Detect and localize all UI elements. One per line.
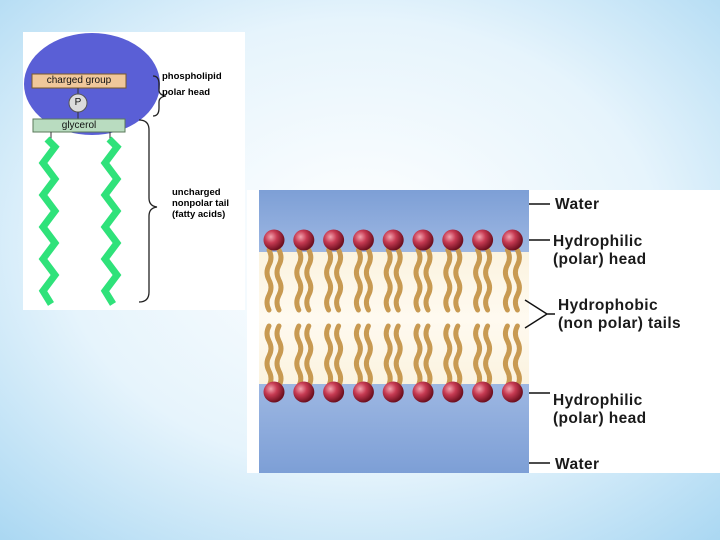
lipid-tail-top bbox=[443, 247, 453, 313]
glycerol-box bbox=[32, 118, 126, 133]
lipid-tail-top bbox=[413, 247, 423, 313]
lipid-head-bottom bbox=[442, 381, 464, 403]
lipid-tail-top bbox=[334, 247, 344, 313]
lipid-tail-bottom bbox=[453, 323, 463, 389]
lipid-head-top bbox=[382, 229, 404, 251]
lipid-head-bottom bbox=[352, 381, 374, 403]
fatty-acid-tail-right bbox=[100, 136, 122, 306]
lipid-tail-bottom bbox=[294, 323, 304, 389]
lipid-tail-bottom bbox=[353, 323, 363, 389]
charged-group-box bbox=[31, 73, 127, 89]
charged-group-label: charged group bbox=[46, 75, 112, 86]
lipid-tail-bottom bbox=[324, 323, 334, 389]
lipid-tail-top bbox=[304, 247, 314, 313]
lipid-head-top bbox=[442, 229, 464, 251]
lipid-tail-top bbox=[324, 247, 334, 313]
lipid-head-top bbox=[293, 229, 315, 251]
lipid-tail-bottom bbox=[443, 323, 453, 389]
lipid-tail-top bbox=[512, 247, 522, 313]
lipid-tail-bottom bbox=[264, 323, 274, 389]
polar-head-bracket bbox=[152, 75, 167, 117]
lipid-tail-bottom bbox=[363, 323, 373, 389]
lipid-tail-bottom bbox=[512, 323, 522, 389]
lipid-tail-top bbox=[353, 247, 363, 313]
hydrophilic-top-label: Hydrophilic (polar) head bbox=[553, 233, 647, 268]
membrane-bilayer-diagram: Water Hydrophilic (polar) head Hydrophob… bbox=[247, 190, 720, 473]
lipid-tail-top bbox=[453, 247, 463, 313]
fatty-acid-tail-left bbox=[38, 136, 60, 306]
water-bottom-label: Water bbox=[555, 456, 600, 473]
lipid-head-top bbox=[501, 229, 523, 251]
lipid-head-bottom bbox=[293, 381, 315, 403]
lipid-head-bottom bbox=[412, 381, 434, 403]
lipid-tail-bottom bbox=[393, 323, 403, 389]
lipid-tail-bottom bbox=[423, 323, 433, 389]
lipid-tail-top bbox=[393, 247, 403, 313]
lipid-tail-top bbox=[483, 247, 493, 313]
phospholipid-drawing bbox=[24, 33, 167, 306]
lipid-head-bottom bbox=[382, 381, 404, 403]
lipid-head-bottom bbox=[472, 381, 494, 403]
tail-caption: uncharged nonpolar tail (fatty acids) bbox=[172, 187, 229, 220]
lipid-heads-group bbox=[263, 229, 523, 403]
lipid-tails-group bbox=[264, 247, 522, 389]
tail-bracket bbox=[138, 119, 158, 303]
phosphate-label: P bbox=[74, 97, 82, 108]
lipid-head-top bbox=[412, 229, 434, 251]
lipid-tail-bottom bbox=[304, 323, 314, 389]
hydrophilic-bottom-label: Hydrophilic (polar) head bbox=[553, 392, 647, 427]
water-top-label: Water bbox=[555, 196, 600, 213]
lipid-tail-top bbox=[502, 247, 512, 313]
glycerol-label: glycerol bbox=[61, 120, 97, 131]
label-pointer-lines bbox=[524, 203, 555, 464]
lipid-tail-bottom bbox=[413, 323, 423, 389]
lipid-head-bottom bbox=[501, 381, 523, 403]
lipid-tail-top bbox=[473, 247, 483, 313]
lipid-head-top bbox=[352, 229, 374, 251]
lipid-tail-bottom bbox=[334, 323, 344, 389]
hydrophobic-label: Hydrophobic (non polar) tails bbox=[558, 297, 682, 332]
lipid-tail-top bbox=[423, 247, 433, 313]
lipid-tail-top bbox=[294, 247, 304, 313]
lipid-head-bottom bbox=[323, 381, 345, 403]
lipid-tail-top bbox=[274, 247, 284, 313]
lipid-tail-bottom bbox=[383, 323, 393, 389]
lipid-head-top bbox=[472, 229, 494, 251]
lipid-tail-top bbox=[264, 247, 274, 313]
lipid-tail-bottom bbox=[274, 323, 284, 389]
phospholipid-diagram: charged group P glycerol phospholipid po… bbox=[23, 32, 245, 310]
lipid-tail-bottom bbox=[502, 323, 512, 389]
lipid-head-top bbox=[263, 229, 285, 251]
lipid-tail-bottom bbox=[483, 323, 493, 389]
polar-head-caption: phospholipid polar head bbox=[162, 71, 222, 98]
lipid-tail-bottom bbox=[473, 323, 483, 389]
lipid-head-bottom bbox=[263, 381, 285, 403]
lipid-tail-top bbox=[363, 247, 373, 313]
lipid-head-top bbox=[323, 229, 345, 251]
bilayer-drawing bbox=[259, 190, 555, 473]
lipid-tail-top bbox=[383, 247, 393, 313]
